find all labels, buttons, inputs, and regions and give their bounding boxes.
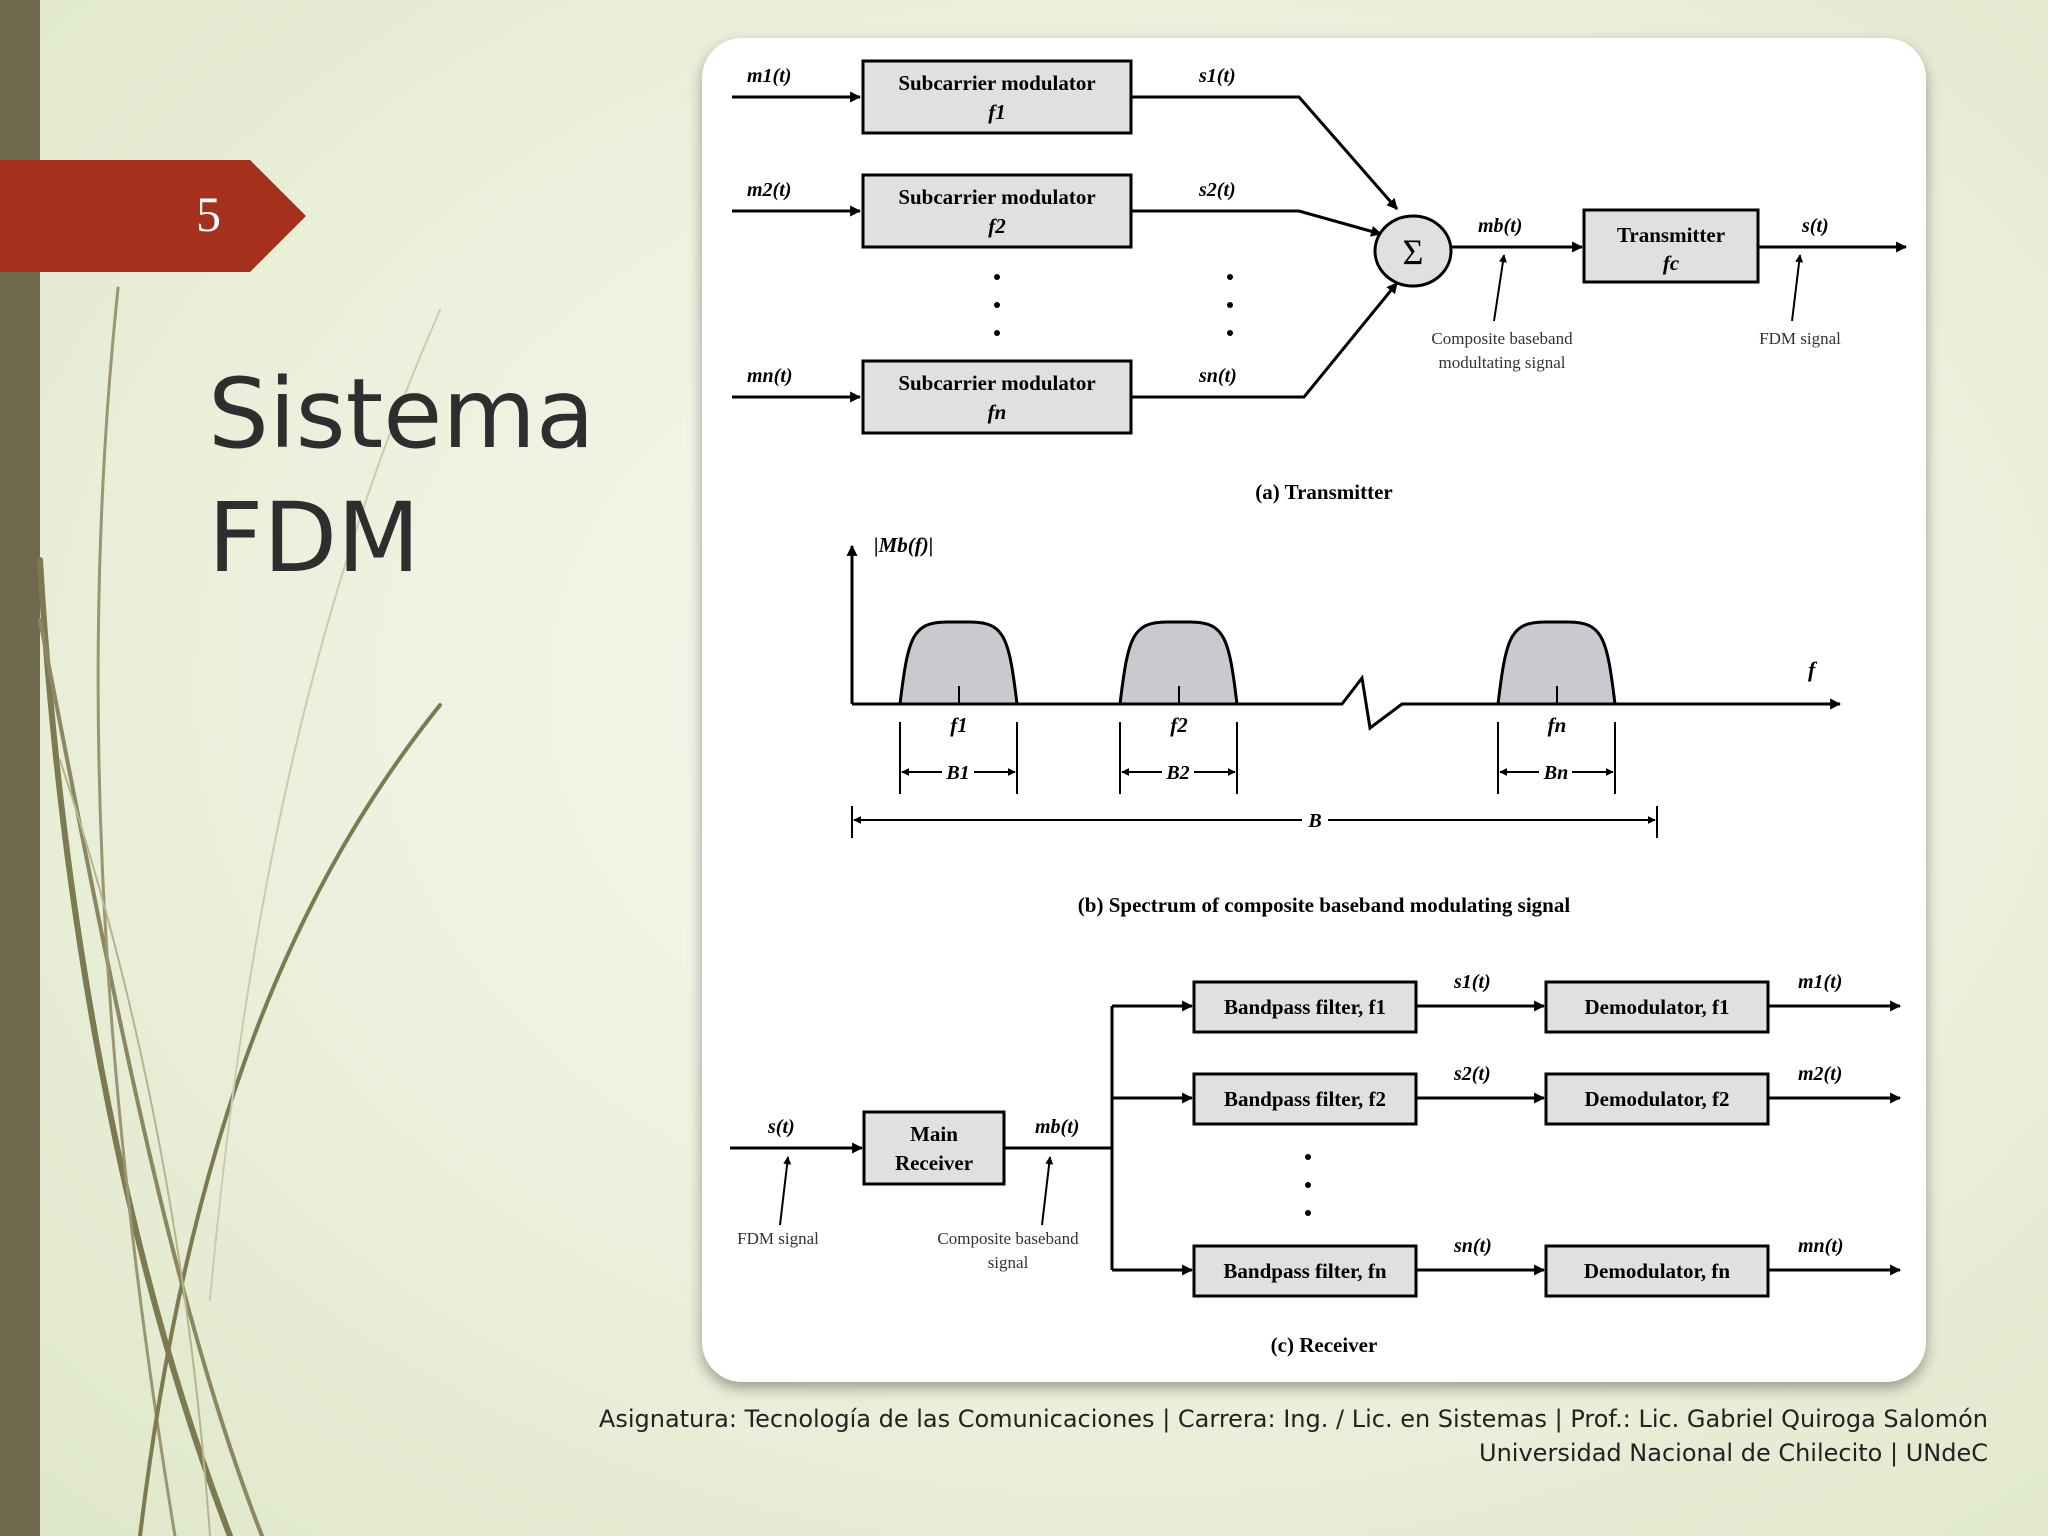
- decorative-grass-lines: [37, 286, 442, 1536]
- rx-composite-note-line1: Composite baseband: [937, 1229, 1079, 1248]
- rx-output-n: mn(t): [1798, 1235, 1844, 1257]
- rx-fdm-note: FDM signal: [737, 1229, 819, 1248]
- tx-output-signal: s(t): [1801, 215, 1829, 237]
- receiver-section: s(t) FDM signal Main Receiver mb(t) Comp…: [730, 971, 1902, 1357]
- spectrum-caption: (b) Spectrum of composite baseband modul…: [1078, 893, 1571, 917]
- fdm-diagram-panel: m1(t) Subcarrier modulator f1 s1(t) m2(t…: [702, 38, 1926, 1382]
- total-band-label: B: [1307, 810, 1321, 832]
- tx-input-2: m2(t): [747, 179, 791, 201]
- bandpass-filter-n: [1192, 1244, 1418, 1298]
- band-label-n: Bn: [1543, 762, 1568, 784]
- slide-number: 5: [196, 186, 221, 242]
- spectrum-x-axis: [852, 674, 1842, 731]
- modulator-label-2: Subcarrier modulator: [898, 185, 1095, 209]
- main-receiver-line2: Receiver: [895, 1151, 973, 1175]
- spectrum-band-1: [898, 620, 1019, 706]
- tx-output-n: sn(t): [1198, 365, 1237, 387]
- demodulator-label-1: Demodulator, f1: [1584, 995, 1729, 1019]
- rx-output-2: m2(t): [1798, 1063, 1842, 1085]
- tx-output-2: s2(t): [1198, 179, 1236, 201]
- band-label-2: B2: [1165, 762, 1189, 784]
- fdm-diagram: m1(t) Subcarrier modulator f1 s1(t) m2(t…: [730, 59, 1908, 1357]
- composite-note-line2: modultating signal: [1438, 353, 1565, 372]
- tx-input-1: m1(t): [747, 65, 791, 87]
- rx-dots: [1305, 1154, 1311, 1216]
- main-receiver-box: [862, 1110, 1006, 1186]
- slide-footer: Asignatura: Tecnología de las Comunicaci…: [599, 1402, 1988, 1470]
- demodulator-2: [1544, 1072, 1770, 1126]
- tx-dots-right: [1227, 274, 1233, 336]
- tx-fdm-note: FDM signal: [1759, 329, 1841, 348]
- composite-note-line1: Composite baseband: [1431, 329, 1573, 348]
- demodulator-1: [1544, 980, 1770, 1034]
- spectrum-section: |Mb(f)| f f1 f2 fn: [846, 533, 1842, 917]
- spectrum-center-2: f2: [1170, 713, 1188, 737]
- subcarrier-modulator-n: [861, 359, 1133, 435]
- transmitter-section: m1(t) Subcarrier modulator f1 s1(t) m2(t…: [732, 59, 1908, 504]
- tx-baseband-label: mb(t): [1478, 215, 1522, 237]
- transmitter-label: Transmitter: [1617, 223, 1725, 247]
- slide-title-line2: FDM: [208, 482, 420, 594]
- spectrum-x-label: f: [1808, 657, 1818, 682]
- demodulator-label-2: Demodulator, f2: [1584, 1087, 1729, 1111]
- rx-mid-signal-2: s2(t): [1453, 1063, 1491, 1085]
- rx-input-signal: s(t): [767, 1116, 795, 1138]
- modulator-freq-1: f1: [988, 100, 1006, 124]
- bandpass-filter-label-n: Bandpass filter, fn: [1223, 1259, 1387, 1283]
- slide-title: Sistema FDM: [208, 352, 595, 600]
- summer-node: [1373, 214, 1453, 288]
- spectrum-y-label: |Mb(f)|: [874, 533, 933, 557]
- modulator-label-1: Subcarrier modulator: [898, 71, 1095, 95]
- summer-symbol: Σ: [1403, 232, 1424, 272]
- modulator-freq-2: f2: [988, 214, 1006, 238]
- demodulator-label-n: Demodulator, fn: [1584, 1259, 1731, 1283]
- bandpass-filter-label-2: Bandpass filter, f2: [1224, 1087, 1386, 1111]
- slide-title-line1: Sistema: [208, 358, 595, 470]
- modulator-label-n: Subcarrier modulator: [898, 371, 1095, 395]
- rx-composite-note-line2: signal: [988, 1253, 1029, 1272]
- bandpass-filter-2: [1192, 1072, 1418, 1126]
- band-label-1: B1: [945, 762, 969, 784]
- bandpass-filter-label-1: Bandpass filter, f1: [1224, 995, 1386, 1019]
- main-receiver-line1: Main: [910, 1122, 958, 1146]
- spectrum-band-n: [1496, 620, 1617, 706]
- spectrum-center-n: fn: [1548, 713, 1567, 737]
- slide-number-tag: [0, 160, 306, 272]
- rx-mid-signal-1: s1(t): [1453, 971, 1491, 993]
- tx-output-1: s1(t): [1198, 65, 1236, 87]
- receiver-caption: (c) Receiver: [1271, 1333, 1378, 1357]
- rx-output-1: m1(t): [1798, 971, 1842, 993]
- subcarrier-modulator-2: [861, 173, 1133, 249]
- spectrum-band-2: [1118, 620, 1239, 706]
- demodulator-n: [1544, 1244, 1770, 1298]
- rx-mid-signal-n: sn(t): [1453, 1235, 1492, 1257]
- tx-dots-left: [994, 274, 1000, 336]
- transmitter-freq: fc: [1663, 251, 1680, 275]
- rx-baseband-label: mb(t): [1035, 1116, 1079, 1138]
- tx-input-n: mn(t): [747, 365, 793, 387]
- spectrum-center-1: f1: [950, 713, 968, 737]
- footer-line2: Universidad Nacional de Chilecito | UNde…: [1479, 1439, 1988, 1467]
- modulator-freq-n: fn: [988, 400, 1007, 424]
- transmitter-caption: (a) Transmitter: [1255, 480, 1392, 504]
- footer-line1: Asignatura: Tecnología de las Comunicaci…: [598, 1405, 1988, 1433]
